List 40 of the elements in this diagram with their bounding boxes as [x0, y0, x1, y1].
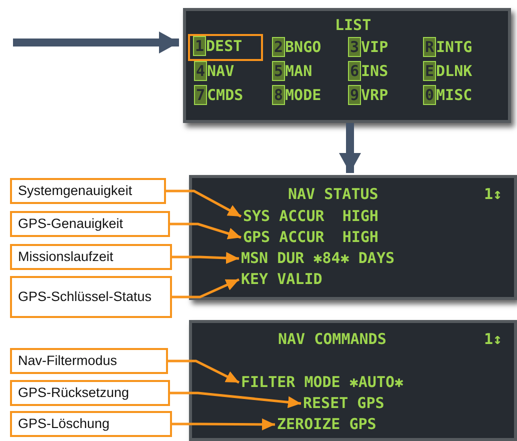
- leader-arrow: [170, 392, 302, 408]
- menu-item: 9VRP: [348, 87, 388, 104]
- page-indicator: 1↕: [484, 331, 502, 348]
- display-line: KEY VALID: [241, 271, 322, 288]
- menu-item: 4NAV: [194, 63, 234, 80]
- display-heading: NAV STATUS: [288, 186, 378, 203]
- highlighted-menu-item: 1DEST: [188, 34, 263, 61]
- leader-arrow: [168, 360, 240, 384]
- display-line: MSN DUR ✱84✱ DAYS: [241, 250, 395, 267]
- menu-item: RINTG: [423, 39, 472, 56]
- callout-label: Systemgenauigkeit: [10, 178, 166, 204]
- callout-label: GPS-Genauigkeit: [10, 211, 170, 237]
- menu-item: 6INS: [348, 63, 388, 80]
- leader-arrow: [170, 222, 242, 240]
- leader-arrow: [166, 190, 242, 218]
- menu-item: 2BNGO: [272, 39, 322, 56]
- page-indicator: 1↕: [484, 186, 502, 203]
- display-screen: [183, 8, 511, 123]
- menu-item: 8MODE: [272, 87, 322, 104]
- display-line: ZEROIZE GPS: [277, 416, 376, 433]
- callout-label: GPS-Löschung: [10, 411, 172, 437]
- callout-label: GPS-Schlüssel-Status: [10, 276, 172, 318]
- display-screen: [189, 175, 517, 300]
- leader-arrow: [172, 252, 240, 264]
- callout-label: Nav-Filtermodus: [10, 348, 168, 374]
- menu-item: 0MISC: [423, 87, 472, 104]
- display-line: GPS ACCUR HIGH: [243, 229, 378, 246]
- menu-item: 3VIP: [348, 39, 388, 56]
- display-line: SYS ACCUR HIGH: [243, 208, 378, 225]
- callout-label: Missionslaufzeit: [10, 244, 172, 270]
- display-line: FILTER MODE ✱AUTO✱: [241, 374, 404, 391]
- display-heading: LIST: [335, 17, 372, 34]
- leader-arrow: [172, 418, 275, 430]
- arrow: [13, 32, 179, 54]
- display-screen: [189, 320, 517, 441]
- display-heading: NAV COMMANDS: [278, 331, 386, 348]
- arrow: [339, 123, 361, 173]
- callout-label: GPS-Rücksetzung: [10, 380, 170, 406]
- display-line: RESET GPS: [303, 395, 384, 412]
- menu-item: 5MAN: [272, 63, 312, 80]
